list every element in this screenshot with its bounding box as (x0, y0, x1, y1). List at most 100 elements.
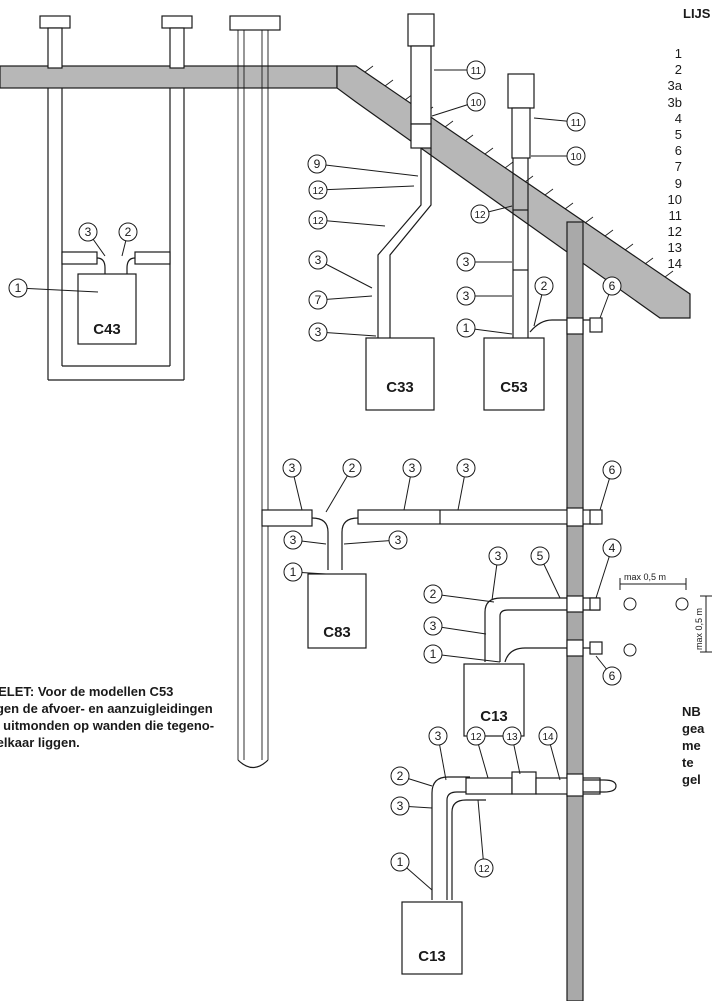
legend-item-number: 3b (667, 94, 682, 110)
nb-note-line: te (682, 755, 694, 770)
callout-c43: 2 (118, 222, 138, 257)
callout-circle (342, 458, 362, 478)
callout-c13-lower: 12 (474, 799, 494, 878)
callout-circle (566, 112, 586, 132)
legend-item: 13 (660, 240, 721, 256)
callout-circle (474, 858, 494, 878)
callout-number: 2 (541, 279, 548, 293)
callout-number: 1 (290, 565, 297, 579)
callout-c83: 3 (402, 458, 422, 511)
nb-note-line: NB (682, 704, 701, 719)
c53-boiler (483, 337, 545, 411)
legend-item-number: 4 (674, 110, 682, 126)
legend-item-number: 1 (674, 46, 682, 61)
callout-number: 12 (312, 186, 324, 197)
c13-lower-boiler (401, 901, 463, 975)
callout-number: 3 (315, 325, 322, 339)
callout-number: 12 (474, 210, 486, 221)
callout-number: 1 (430, 647, 437, 661)
note-line: GELET: Voor de modellen C53 (0, 684, 174, 699)
nb-note-line: gea (682, 721, 705, 736)
callout-circle (534, 276, 554, 296)
callout-leader (432, 593, 495, 603)
callout-c13-lower: 3 (428, 726, 448, 781)
c33-label: C33 (386, 379, 414, 396)
callout-c13-upper: 2 (423, 584, 495, 604)
c53-installation (483, 73, 603, 411)
callout-number: 12 (478, 864, 490, 875)
callout-number: 3 (463, 289, 470, 303)
callout-leader (477, 799, 485, 869)
callout-c33: 10 (431, 92, 486, 117)
callout-circle (538, 726, 558, 746)
callout-c53: 3 (456, 252, 512, 272)
legend-item-number: 12 (667, 224, 682, 240)
callout-c13-lower: 1 (390, 852, 433, 891)
callout-number: 2 (349, 461, 356, 475)
callout-c83: 3 (282, 458, 303, 511)
callout-number: 3 (463, 461, 470, 475)
callout-c13-upper: 1 (423, 644, 501, 664)
legend-item: 5 (660, 127, 721, 143)
callout-circle (602, 276, 622, 296)
callout-circle (8, 278, 28, 298)
callout-circle (78, 222, 98, 242)
dimension-horizontal: max 0,5 m (624, 572, 666, 582)
callout-circle (466, 60, 486, 80)
legend-item-number: 7 (674, 159, 682, 175)
callout-leader (317, 331, 377, 337)
callout-c33: 12 (308, 180, 415, 200)
callout-number: 11 (471, 66, 482, 77)
callout-leader (317, 185, 415, 191)
callout-c53: 6 (599, 276, 622, 319)
callout-circle (466, 92, 486, 112)
legend-item-number: 2 (674, 62, 682, 78)
callout-circle (282, 458, 302, 478)
c43-installation (61, 251, 171, 345)
callout-number: 3 (290, 533, 297, 547)
callout-number: 7 (315, 293, 322, 307)
ceiling-slab (0, 65, 338, 89)
callout-leader (317, 259, 373, 289)
callout-c33: 3 (308, 322, 377, 342)
c43-label: C43 (93, 321, 121, 338)
callout-circle (402, 458, 422, 478)
legend-item-number: 11 (668, 207, 683, 223)
callout-c83: 6 (599, 460, 622, 511)
legend-item-number: 13 (667, 240, 682, 256)
callout-circle (470, 204, 490, 224)
callout-number: 13 (506, 732, 518, 743)
legend-item-number: 9 (674, 175, 682, 191)
callout-c13-lower: 13 (502, 726, 522, 775)
callout-circle (308, 210, 328, 230)
callout-number: 1 (463, 321, 470, 335)
callout-number: 12 (470, 732, 482, 743)
nb-note-line: gel (682, 772, 701, 787)
callout-c13-lower: 14 (538, 726, 561, 781)
callout-circle (488, 546, 508, 566)
callout-c13-upper: 5 (530, 546, 561, 599)
legend-item-number: 10 (667, 191, 682, 207)
callout-c13-upper: 6 (595, 655, 622, 686)
callout-circle (466, 726, 486, 746)
callout-circle (602, 666, 622, 686)
callout-circle (307, 154, 327, 174)
c13-lower-installation (401, 771, 617, 975)
legend-item: 6 (660, 143, 721, 159)
callout-leader (432, 653, 501, 663)
callout-circle (456, 286, 476, 306)
callout-c53: 2 (533, 276, 554, 327)
callout-circle (456, 458, 476, 478)
callout-number: 11 (571, 118, 582, 129)
callout-c13-lower: 3 (390, 796, 433, 816)
callout-number: 3 (430, 619, 437, 633)
callout-number: 3 (409, 461, 416, 475)
callout-circle (283, 562, 303, 582)
callout-number: 1 (15, 281, 22, 295)
legend-item: 9 (660, 176, 721, 192)
callout-leader (17, 287, 99, 293)
callout-number: 3 (85, 225, 92, 239)
callout-c53: 12 (470, 204, 513, 224)
